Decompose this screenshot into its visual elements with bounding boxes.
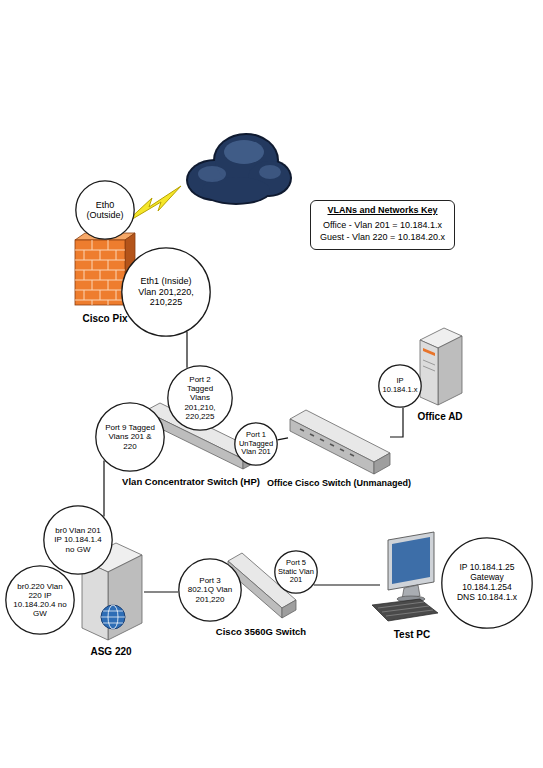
globe-parallels bbox=[101, 611, 125, 623]
key-heading: VLANs and Networks Key bbox=[315, 204, 450, 217]
switch-ports bbox=[300, 429, 354, 456]
callout-circle: Eth0 (Outside) bbox=[75, 180, 135, 240]
callout-text: Port 3 802.1Q Vlan 201,220 bbox=[186, 576, 234, 604]
callout-text: br0 Vlan 201 IP 10.184.1.4 no GW bbox=[53, 526, 103, 554]
callout-circle: Port 3 802.1Q Vlan 201,220 bbox=[178, 558, 242, 622]
cloud-highlight bbox=[259, 165, 281, 179]
device-label: Cisco 3560G Switch bbox=[216, 626, 306, 637]
monitor-frame bbox=[388, 532, 434, 590]
cloud-highlight bbox=[198, 166, 226, 182]
server-front bbox=[420, 340, 438, 405]
cloud-highlight bbox=[224, 140, 264, 164]
network-link bbox=[278, 438, 288, 440]
network-device: Office AD bbox=[416, 326, 464, 408]
network-device: Test PC bbox=[380, 527, 444, 623]
callout-text: Eth1 (Inside) Vlan 201,220, 210,225 bbox=[136, 276, 196, 307]
network-link bbox=[390, 408, 403, 437]
circle-outline bbox=[275, 551, 317, 593]
keyboard bbox=[372, 599, 438, 621]
circle-outline bbox=[168, 366, 232, 430]
brick-lines bbox=[75, 240, 125, 305]
callout-text: Port 2 Tagged Vlans 201,210, 220,225 bbox=[176, 375, 224, 421]
network-device: Office Cisco Switch (Unmanaged) bbox=[288, 405, 390, 475]
callout-circle: Port 9 Tagged Vlans 201 & 220 bbox=[95, 402, 165, 472]
key-box: VLANs and Networks KeyOffice - Vlan 201 … bbox=[310, 200, 455, 250]
circle-outline bbox=[96, 403, 164, 471]
switch-front bbox=[290, 419, 374, 474]
callout-text: Port 9 Tagged Vlans 201 & 220 bbox=[105, 423, 155, 451]
switch-side bbox=[282, 600, 296, 618]
circle-outline bbox=[235, 423, 277, 465]
server-icon bbox=[420, 328, 462, 405]
device-label: ASG 220 bbox=[90, 646, 131, 657]
switch-side bbox=[374, 453, 390, 474]
network-link bbox=[314, 584, 380, 585]
callout-text: IP 10.184.1.x bbox=[381, 377, 419, 394]
callout-text: Port 5 Static Vlan 201 bbox=[277, 559, 315, 585]
callout-text: IP 10.184.1.25 Gateway 10.184.1.254 DNS … bbox=[454, 563, 520, 602]
device-label: Vlan Concentrator Switch (HP) bbox=[122, 476, 260, 487]
circle-outline bbox=[379, 365, 421, 407]
server-vents bbox=[423, 360, 435, 371]
network-link bbox=[103, 460, 104, 516]
cloud bbox=[186, 133, 292, 205]
callout-text: Port 1 UnTagged Vlan 201 bbox=[237, 431, 275, 457]
circle-outline bbox=[6, 566, 74, 634]
callout-text: br0.220 Vlan 220 IP 10.184.20.4 no GW bbox=[13, 582, 67, 619]
device-label: Cisco Pix bbox=[82, 313, 127, 324]
callout-circle: Port 2 Tagged Vlans 201,210, 220,225 bbox=[167, 365, 233, 431]
network-link bbox=[186, 332, 187, 368]
circle-outline bbox=[44, 506, 112, 574]
key-entry: Guest - Vlan 220 = 10.184.20.x bbox=[315, 231, 450, 244]
circle-outline bbox=[122, 248, 210, 336]
callout-circle: Port 5 Static Vlan 201 bbox=[274, 550, 318, 594]
switch-icon bbox=[290, 410, 390, 474]
callout-circle: br0.220 Vlan 220 IP 10.184.20.4 no GW bbox=[5, 565, 75, 635]
key-entry: Office - Vlan 201 = 10.184.1.x bbox=[315, 219, 450, 232]
callout-circle: IP 10.184.1.25 Gateway 10.184.1.254 DNS … bbox=[441, 537, 533, 629]
pc-icon bbox=[372, 532, 438, 621]
device-label: Office Cisco Switch (Unmanaged) bbox=[267, 478, 411, 488]
firewall-front bbox=[75, 240, 125, 305]
keyboard-keys bbox=[378, 602, 433, 616]
circle-outline bbox=[76, 181, 134, 239]
globe-icon bbox=[101, 605, 125, 629]
circle-outline bbox=[179, 559, 241, 621]
network-link bbox=[144, 591, 178, 592]
server-light bbox=[423, 348, 435, 356]
callout-text: Eth0 (Outside) bbox=[83, 200, 127, 221]
circle-outline bbox=[442, 538, 532, 628]
monitor-screen bbox=[392, 537, 430, 584]
callout-circle: IP 10.184.1.x bbox=[378, 364, 422, 408]
callout-circle: Eth1 (Inside) Vlan 201,220, 210,225 bbox=[121, 247, 211, 337]
callout-circle: Port 1 UnTagged Vlan 201 bbox=[234, 422, 278, 466]
device-label: Office AD bbox=[417, 411, 462, 422]
device-label: Test PC bbox=[394, 629, 431, 640]
callout-circle: br0 Vlan 201 IP 10.184.1.4 no GW bbox=[43, 505, 113, 575]
server-side bbox=[438, 336, 462, 405]
